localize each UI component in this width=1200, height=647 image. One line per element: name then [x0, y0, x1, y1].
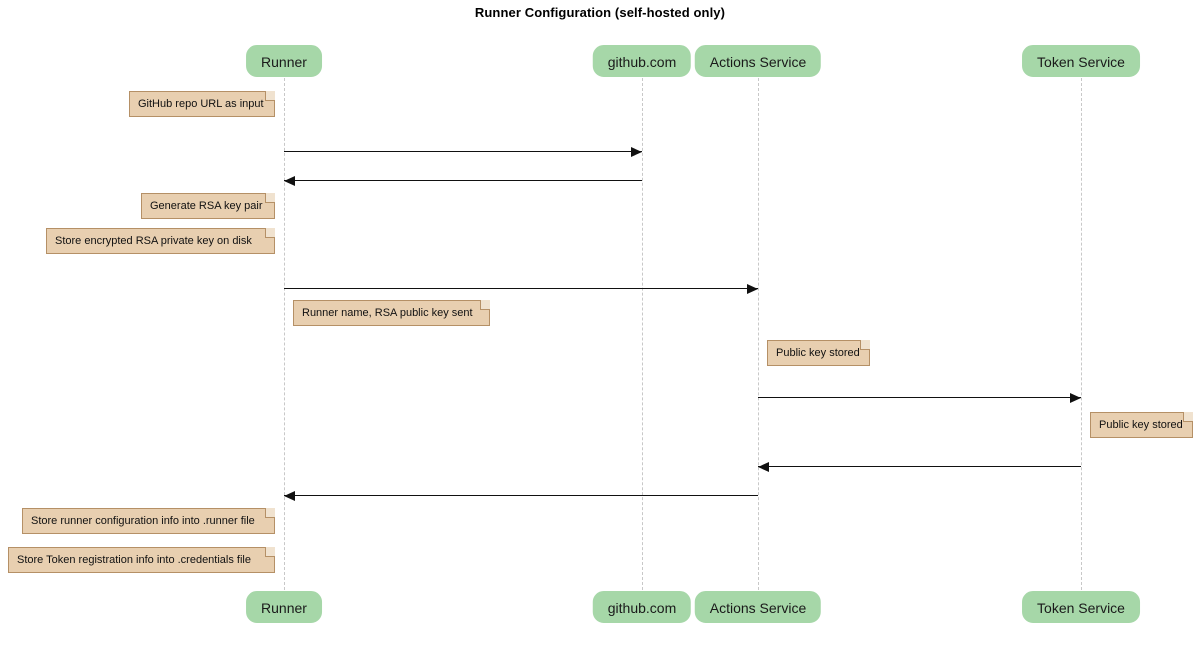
message-line-m3	[284, 288, 758, 289]
note-text: Store encrypted RSA private key on disk	[55, 235, 252, 247]
participant-footer-token[interactable]: Token Service	[1022, 591, 1140, 623]
lifeline-actions	[758, 78, 759, 590]
lifeline-token	[1081, 78, 1082, 590]
note-n7: Store runner configuration info into .ru…	[22, 508, 275, 534]
message-line-m6	[284, 495, 758, 496]
lifeline-github	[642, 78, 643, 590]
note-fold-corner-icon	[265, 193, 275, 203]
participant-footer-runner[interactable]: Runner	[246, 591, 322, 623]
participant-header-actions[interactable]: Actions Service	[694, 45, 822, 77]
note-n1: GitHub repo URL as input	[129, 91, 275, 117]
participant-header-github[interactable]: github.com	[592, 45, 692, 77]
note-text: Store runner configuration info into .ru…	[31, 515, 255, 527]
lifeline-runner	[284, 78, 285, 590]
note-n2: Generate RSA key pair	[141, 193, 275, 219]
note-text: Store Token registration info into .cred…	[17, 554, 251, 566]
note-fold-corner-icon	[265, 547, 275, 557]
note-text: Runner name, RSA public key sent	[302, 307, 473, 319]
page-title: Runner Configuration (self-hosted only)	[474, 5, 726, 20]
note-text: Generate RSA key pair	[150, 200, 263, 212]
arrowhead-left-icon	[284, 491, 295, 501]
note-fold-corner-icon	[1183, 412, 1193, 422]
participant-footer-actions[interactable]: Actions Service	[694, 591, 822, 623]
message-line-m5	[758, 466, 1081, 467]
note-fold-corner-icon	[265, 508, 275, 518]
participant-header-token[interactable]: Token Service	[1022, 45, 1140, 77]
arrowhead-right-icon	[747, 284, 758, 294]
participant-header-runner[interactable]: Runner	[246, 45, 322, 77]
arrowhead-right-icon	[1070, 393, 1081, 403]
arrowhead-right-icon	[631, 147, 642, 157]
note-text: Public key stored	[776, 347, 860, 359]
note-fold-corner-icon	[265, 228, 275, 238]
message-line-m2	[284, 180, 642, 181]
message-line-m4	[758, 397, 1081, 398]
arrowhead-left-icon	[758, 462, 769, 472]
note-n8: Store Token registration info into .cred…	[8, 547, 275, 573]
note-fold-corner-icon	[265, 91, 275, 101]
note-n6: Public key stored	[1090, 412, 1193, 438]
note-fold-corner-icon	[860, 340, 870, 350]
note-n5: Public key stored	[767, 340, 870, 366]
participant-footer-github[interactable]: github.com	[592, 591, 692, 623]
note-fold-corner-icon	[480, 300, 490, 310]
note-n3: Store encrypted RSA private key on disk	[46, 228, 275, 254]
note-text: GitHub repo URL as input	[138, 98, 264, 110]
note-text: Public key stored	[1099, 419, 1183, 431]
note-n4: Runner name, RSA public key sent	[293, 300, 490, 326]
arrowhead-left-icon	[284, 176, 295, 186]
message-line-m1	[284, 151, 642, 152]
